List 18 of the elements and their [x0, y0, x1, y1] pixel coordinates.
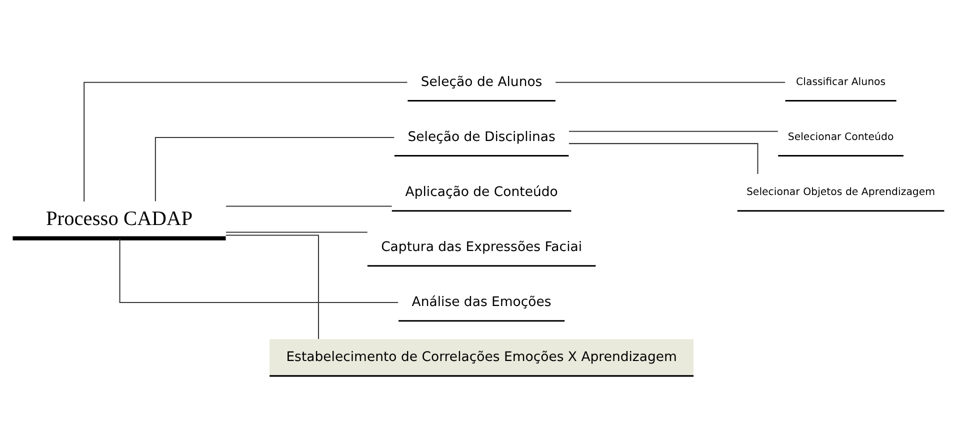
node-text: Classificar Alunos — [796, 76, 886, 88]
node-text: Análise das Emoções — [412, 294, 552, 310]
connector — [568, 130, 778, 132]
connector — [556, 81, 786, 82]
connector — [226, 205, 392, 206]
connector — [154, 136, 394, 201]
node-text: Selecionar Conteúdo — [788, 132, 894, 142]
node-text: Selecionar Objetos de Aprendizagem — [746, 186, 936, 198]
connector — [226, 231, 368, 232]
connector — [568, 142, 758, 174]
node-text: Captura das Expressões Faciai — [381, 239, 582, 254]
connector — [119, 238, 398, 303]
node-text: Aplicação de Conteúdo — [405, 184, 558, 200]
connector — [226, 234, 319, 338]
connector — [84, 81, 408, 201]
node-text: Seleção de Disciplinas — [408, 129, 556, 144]
node-text: Processo CADAP — [46, 208, 193, 230]
node-text: Seleção de Alunos — [420, 74, 542, 90]
